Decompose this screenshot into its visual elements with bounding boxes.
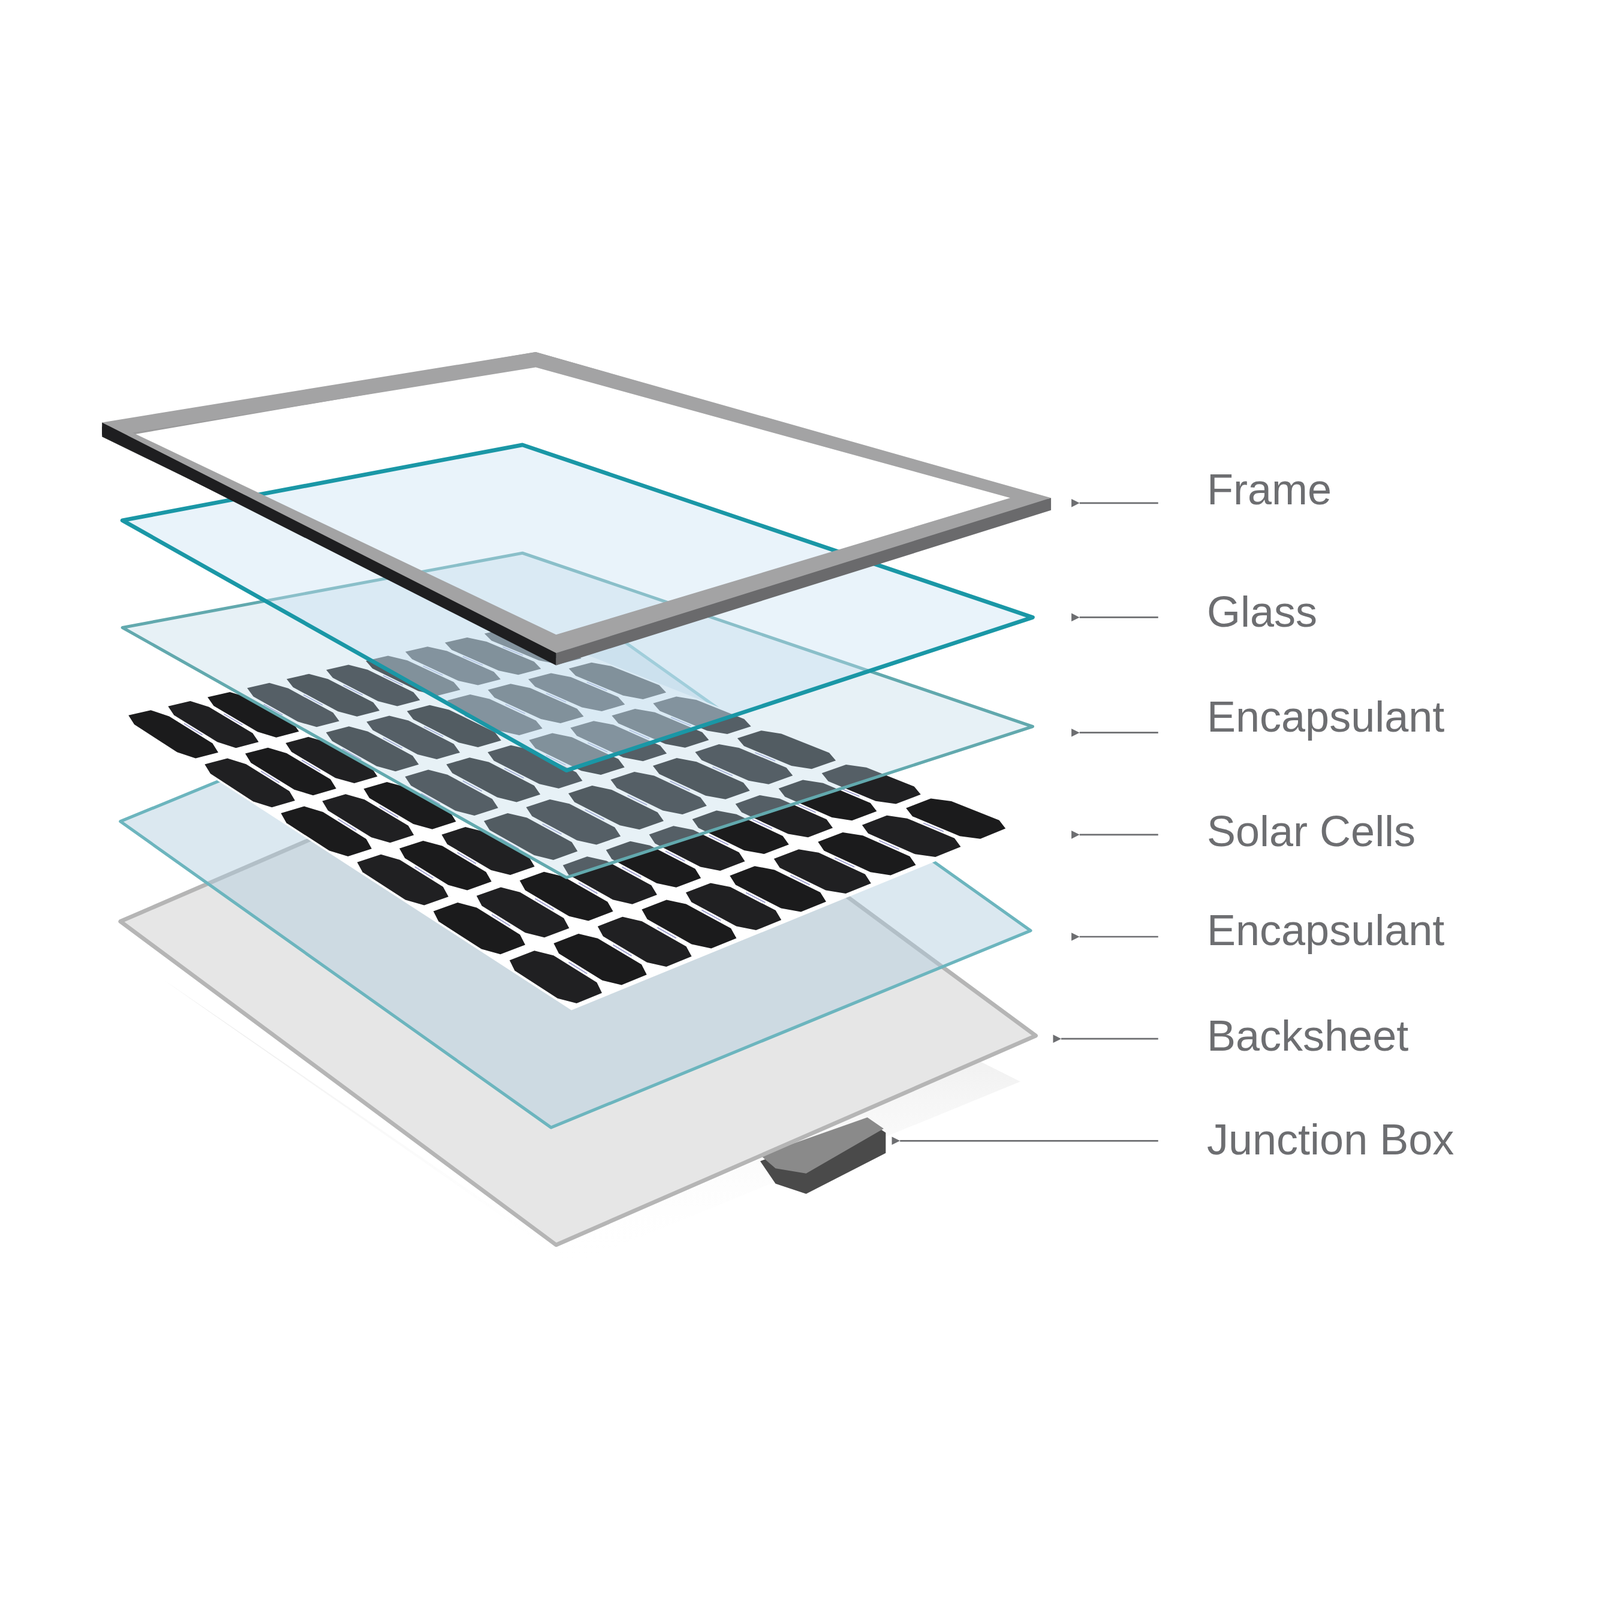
busbar <box>752 818 773 828</box>
part-label: Frame <box>1206 465 1332 514</box>
busbar <box>338 818 357 831</box>
part-label: Glass <box>1206 588 1318 636</box>
busbar <box>745 892 766 903</box>
busbar <box>568 962 587 974</box>
busbar <box>665 850 685 861</box>
part-label: Encapsulant <box>1206 693 1445 741</box>
busbar <box>491 914 511 926</box>
part-label: Junction Box <box>1206 1115 1454 1164</box>
leader-lines <box>899 503 1159 1141</box>
busbar <box>184 723 203 735</box>
busbar <box>414 866 434 878</box>
busbar <box>795 803 816 813</box>
busbar <box>657 926 677 938</box>
solar-cell <box>905 798 1006 839</box>
busbar <box>578 882 598 894</box>
busbar <box>923 822 944 831</box>
busbar <box>622 866 642 878</box>
busbar <box>379 805 399 817</box>
busbar <box>790 874 810 885</box>
busbar <box>834 857 855 867</box>
busbar <box>301 759 321 771</box>
busbar <box>260 771 280 783</box>
frame <box>101 351 1052 665</box>
busbar <box>457 851 477 863</box>
busbar <box>223 713 243 725</box>
busbar <box>612 944 632 956</box>
part-label: Encapsulant <box>1206 906 1445 954</box>
part-label: Backsheet <box>1206 1012 1409 1060</box>
busbar <box>701 909 721 920</box>
busbar <box>708 835 729 845</box>
busbar <box>535 898 554 909</box>
part-label: Solar Cells <box>1206 807 1416 855</box>
busbar <box>878 839 899 849</box>
